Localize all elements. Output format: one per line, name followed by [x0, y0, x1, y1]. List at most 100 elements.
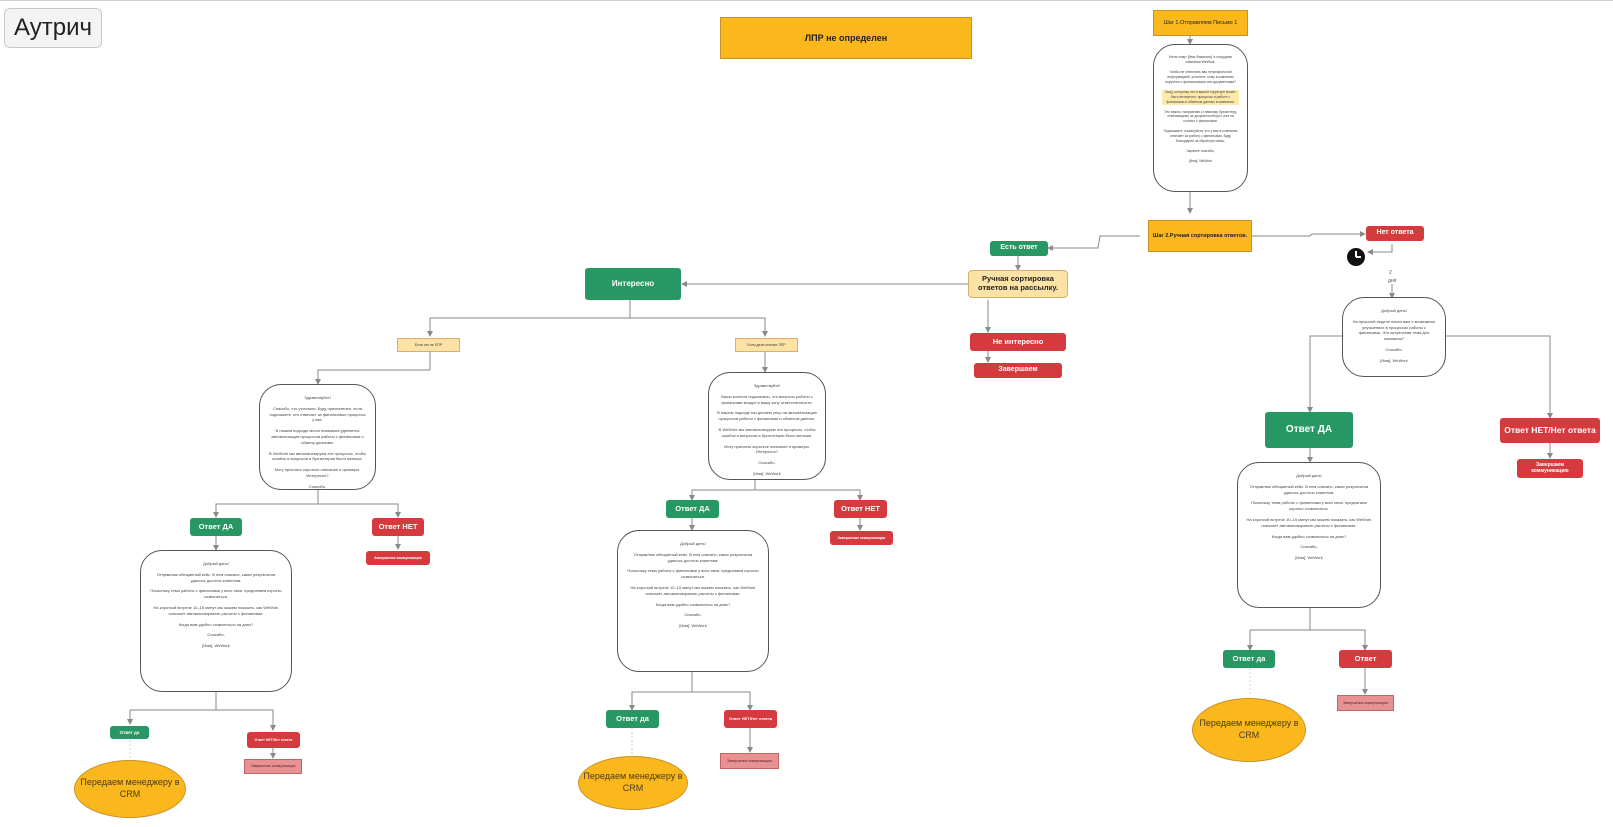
message-paragraph: Поскольку тема работы с финансами у всех…	[627, 568, 759, 580]
message-paragraph: Когда вам удобно созвониться на днях?	[178, 621, 254, 627]
case-message-card-right: Добрый день! Отправляю обещанный кейс. В …	[1237, 462, 1381, 608]
message-paragraph: Подскажите, пожалуйста, кто у вас в комп…	[1163, 129, 1238, 144]
otvet-net-bottom-middle-node[interactable]: Ответ НЕТ/Нет ответа	[724, 710, 777, 728]
message-paragraph: Спасибо,	[758, 460, 776, 466]
edge-msg4-netm	[755, 489, 863, 501]
edge-msg5-dall	[127, 692, 217, 725]
delay-value: 2	[1389, 270, 1392, 276]
message-paragraph: Лицу, которому это в вашей структуре мож…	[1162, 89, 1239, 105]
case-message-card-left: Добрый день!Отправляю обещанный кейс. В …	[140, 550, 292, 692]
message-paragraph: Добрый день!	[680, 541, 706, 546]
message-paragraph: Отправляю обещанный кейс. В нем описано,…	[1249, 483, 1369, 495]
clock-icon	[1347, 248, 1365, 266]
edge-msg4-dam	[689, 480, 756, 501]
message-paragraph: Ваши коллеги подсказали, что вопросы раб…	[721, 393, 813, 405]
message-paragraph: Поскольку тема работы с финансами у всех…	[150, 588, 282, 600]
message-paragraph: Добрый день!	[1296, 473, 1322, 478]
otvet-da-bottom-right-node[interactable]: Ответ да	[1223, 650, 1275, 668]
message-paragraph: [Имя], WeWork	[1188, 159, 1213, 164]
otvet-da-left-node[interactable]: Ответ ДА	[190, 518, 242, 536]
step1-node[interactable]: Шаг 1.Отправляем Письмо 1	[1153, 10, 1248, 36]
step2-node[interactable]: Шаг 2.Ручная сортировка ответов.	[1148, 220, 1252, 252]
message-paragraph: На короткой встрече 10–15 минут мы можем…	[153, 604, 279, 616]
message-paragraph: Добрый день!	[1381, 308, 1407, 313]
message-paragraph: На прошлой неделе писал вам о возможных …	[1352, 318, 1436, 342]
edge-msg5-netll	[216, 709, 276, 731]
message-paragraph: Спасибо,	[1300, 544, 1318, 550]
message-paragraph: На короткой встрече 10–15 минут мы можем…	[630, 584, 756, 596]
zaversh-middle-node[interactable]: Завершение коммуникации	[830, 531, 893, 545]
delay-unit: дня	[1388, 278, 1397, 284]
otvet-da-bottom-middle-node[interactable]: Ответ да	[606, 710, 659, 728]
edge-msg2-dar	[1307, 335, 1350, 413]
edge-msg6-netmm	[692, 691, 753, 711]
zaversh-right-node[interactable]: Завершаем коммуникацию	[1517, 459, 1583, 478]
otvet-da-right-node[interactable]: Ответ ДА	[1265, 412, 1353, 448]
board-title-button[interactable]: Аутрич	[4, 8, 102, 48]
message-paragraph: Спасибо, что уточнили. Буду признателен,…	[269, 405, 366, 423]
message-paragraph: Спасибо,	[684, 612, 702, 618]
otvet-bottom-right-node[interactable]: Ответ	[1339, 650, 1392, 668]
otvet-net-right-node[interactable]: Ответ НЕТ/Нет ответа	[1500, 418, 1600, 443]
otvet-net-bottom-left-node[interactable]: Ответ НЕТ/Нет ответа	[247, 732, 300, 748]
ne-interesno-node[interactable]: Не интересно	[970, 333, 1066, 351]
edge-msg7-rr	[1310, 629, 1368, 651]
message-paragraph: Когда вам удобно созвониться на днях?	[1271, 533, 1347, 539]
message-paragraph: [Имя], WeWork	[1380, 357, 1408, 363]
manual-sort-node[interactable]: Ручная сортировка ответов на рассылку.	[968, 270, 1068, 298]
zavershaem-node[interactable]: Завершаем	[974, 363, 1062, 378]
edge-msg7-darr	[1247, 608, 1311, 651]
not-lpr-message-card: Здравствуйте! Спасибо, что уточнили. Буду…	[259, 384, 376, 490]
message-paragraph: Меня зовут [Имя Фамилия], я сотрудник ко…	[1169, 55, 1232, 64]
message-paragraph: Поскольку тема работы с финансами у всех…	[1251, 500, 1367, 512]
not-lpr-branch-node[interactable]: Если это не ЛПР	[397, 338, 460, 352]
otvet-net-middle-node[interactable]: Ответ НЕТ	[834, 500, 887, 518]
edge-interesno-mid	[630, 317, 768, 337]
message-paragraph: В WeWork мы автоматизируем эти процессы,…	[269, 450, 366, 462]
message-paragraph: [Имя], WeWork	[1295, 555, 1323, 561]
edge-msg6-damm	[629, 672, 693, 711]
zaversh-bottom-left-node[interactable]: Завершение коммуникации	[244, 759, 302, 774]
crm-right-ellipse[interactable]: Передаем менеджеру в CRM	[1192, 698, 1306, 762]
interesno-node[interactable]: Интересно	[585, 268, 681, 300]
message-paragraph: [Имя], WeWork	[679, 623, 707, 629]
message-paragraph: На короткой встрече 10–15 минут мы можем…	[1246, 516, 1372, 528]
edge-left-msg3	[315, 352, 431, 385]
net-otveta-node[interactable]: Нет ответа	[1366, 226, 1424, 241]
edge-step2-net	[1250, 231, 1366, 237]
message-paragraph: Здравствуйте!	[304, 395, 331, 400]
case-message-card-middle: Добрый день! Отправляю обещанный кейс. В …	[617, 530, 769, 672]
edge-msg3-dal	[213, 490, 319, 518]
crm-left-ellipse[interactable]: Передаем менеджеру в CRM	[74, 760, 186, 818]
zaversh-left-node[interactable]: Завершение коммуникации	[366, 551, 430, 565]
top-divider	[0, 0, 1613, 1]
edge-step2-est	[1047, 235, 1140, 251]
message-paragraph: [Имя], WeWork	[202, 643, 230, 649]
message-paragraph: Спасибо,	[308, 483, 327, 489]
message-paragraph: Когда вам удобно созвониться на днях?	[655, 601, 731, 607]
crm-middle-ellipse[interactable]: Передаем менеджеру в CRM	[578, 756, 688, 810]
message-paragraph: Заранее спасибо,	[1186, 149, 1215, 154]
lpr-contact-branch-node[interactable]: Если дали контакт ЛПР	[735, 338, 798, 352]
lpr-undefined-node[interactable]: ЛПР не определен	[720, 17, 972, 59]
edge-net-clock	[1367, 244, 1393, 255]
zaversh-bottom-right-node[interactable]: Завершение коммуникации	[1337, 695, 1394, 711]
otvet-da-middle-node[interactable]: Ответ ДА	[666, 500, 719, 518]
message-paragraph: В WeWork мы автоматизируем эти процессы,…	[718, 426, 816, 438]
message-paragraph: Отправляю обещанный кейс. В нем описано,…	[633, 551, 753, 563]
lpr-contact-message-card: Здравствуйте! Ваши коллеги подсказали, чт…	[708, 372, 826, 480]
otvet-da-bottom-left-node[interactable]: Ответ да	[110, 726, 149, 739]
edge-msg3-netl	[318, 503, 401, 518]
message-paragraph: Это важно, направляю к главному бухгалте…	[1164, 109, 1237, 124]
zaversh-bottom-middle-node[interactable]: Завершение коммуникации	[720, 753, 779, 769]
message-paragraph: Здравствуйте!	[753, 383, 781, 388]
message-paragraph: Чтобы не отвлекать вас непрофильной инфо…	[1165, 69, 1236, 84]
message-paragraph: [Имя], WeWork	[753, 470, 781, 476]
message-paragraph: Спасибо,	[1385, 346, 1403, 352]
est-otvet-node[interactable]: Есть ответ	[990, 241, 1048, 256]
followup-message-card: Добрый день! На прошлой неделе писал вам …	[1342, 297, 1446, 377]
edge-msg2-netr	[1420, 335, 1553, 419]
otvet-net-left-node[interactable]: Ответ НЕТ	[372, 518, 424, 536]
